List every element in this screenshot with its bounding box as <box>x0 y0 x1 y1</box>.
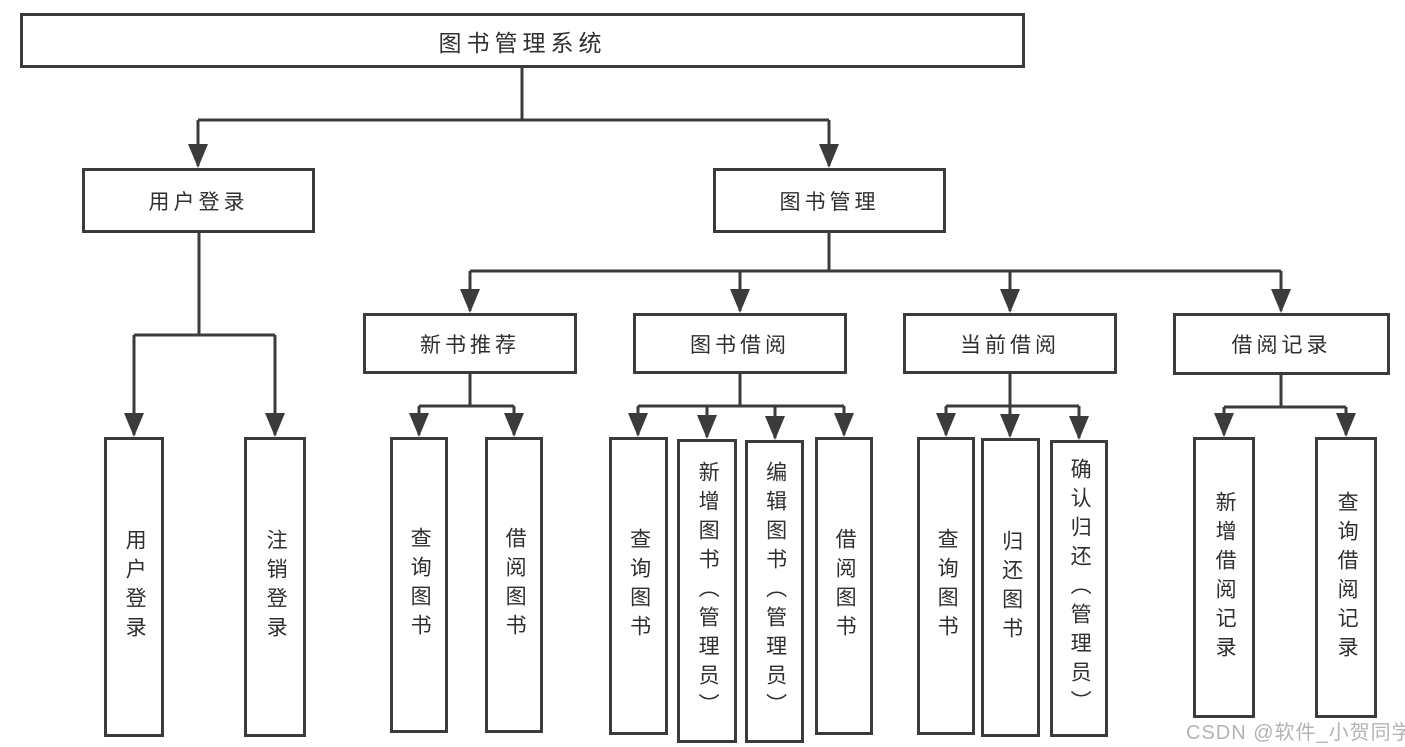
node-leaf-logout: 注销登录 <box>244 437 306 737</box>
arrowhead-to-current-borrowing <box>1000 289 1020 313</box>
edge-group-current-borrowing <box>936 374 1089 440</box>
node-leaf-borrow-books-2: 借阅图书 <box>815 437 873 735</box>
node-borrowing-records: 借阅记录 <box>1173 313 1390 375</box>
node-leaf-confirm-return-admin: 确认归还（管理员） <box>1050 440 1108 737</box>
node-new-book-recommendation: 新书推荐 <box>363 313 577 374</box>
node-leaf-confirm-return-admin-label: 确认归还（管理员） <box>1068 458 1092 719</box>
node-leaf-query-borrow-record-label: 查询借阅记录 <box>1335 490 1359 665</box>
arrowhead-to-book-management <box>819 144 839 168</box>
node-leaf-logout-label: 注销登录 <box>264 529 288 645</box>
node-library-management-system: 图书管理系统 <box>20 13 1025 68</box>
node-current-borrowing-label: 当前借阅 <box>960 333 1060 357</box>
node-leaf-user-login-label: 用户登录 <box>123 529 147 645</box>
edge-borrowing-records-lines <box>1222 375 1348 435</box>
node-leaf-query-borrow-record: 查询借阅记录 <box>1315 437 1377 718</box>
arrowhead-to-leaf-return-books <box>1000 414 1020 438</box>
node-leaf-query-books-1: 查询图书 <box>390 437 448 733</box>
node-book-borrowing: 图书借阅 <box>633 313 847 374</box>
arrowhead-to-leaf-logout <box>265 413 285 437</box>
node-borrowing-records-label: 借阅记录 <box>1231 334 1332 357</box>
edge-user-login-lines <box>132 233 277 435</box>
edge-group-book-borrowing <box>628 374 854 440</box>
node-leaf-add-borrow-record: 新增借阅记录 <box>1193 437 1255 718</box>
node-leaf-add-book-admin-label: 新增图书（管理员） <box>696 460 720 722</box>
node-leaf-borrow-books-1: 借阅图书 <box>485 437 543 733</box>
arrowhead-to-leaf-add-record <box>1214 413 1234 437</box>
edge-group-user-login <box>124 233 285 437</box>
arrowhead-to-leaf-confirm-return <box>1069 416 1089 440</box>
node-leaf-return-books-label: 归还图书 <box>999 529 1023 646</box>
node-book-borrowing-label: 图书借阅 <box>690 333 790 357</box>
node-leaf-borrow-books-1-label: 借阅图书 <box>503 527 527 643</box>
watermark-text: CSDN @软件_小贺同学 <box>1186 722 1405 744</box>
arrowhead-to-leaf-user-login <box>124 413 144 437</box>
arrowhead-to-leaf-query-books-2 <box>628 413 648 437</box>
node-new-book-recommendation-label: 新书推荐 <box>420 333 520 357</box>
edge-root-lines <box>196 68 831 166</box>
node-leaf-edit-book-admin: 编辑图书（管理员） <box>745 440 804 743</box>
edge-group-root <box>188 68 839 168</box>
arrowhead-to-book-borrowing <box>730 289 750 313</box>
node-leaf-query-books-3-label: 查询图书 <box>935 528 959 644</box>
node-leaf-query-books-2-label: 查询图书 <box>627 528 651 644</box>
arrowhead-to-leaf-edit-book <box>765 416 785 440</box>
node-leaf-query-books-2: 查询图书 <box>609 437 668 735</box>
arrowhead-to-user-login <box>188 144 208 168</box>
arrowhead-to-borrowing-records <box>1271 289 1291 313</box>
edge-group-book-management <box>460 233 1291 313</box>
node-book-management-label: 图书管理 <box>779 190 880 214</box>
edge-group-borrowing-records <box>1214 375 1356 437</box>
node-leaf-add-book-admin: 新增图书（管理员） <box>677 439 737 743</box>
node-leaf-query-books-3: 查询图书 <box>917 437 975 735</box>
node-book-management: 图书管理 <box>713 168 946 233</box>
arrowhead-to-leaf-borrow-books-2 <box>834 413 854 437</box>
node-leaf-query-books-1-label: 查询图书 <box>408 527 432 643</box>
node-leaf-return-books: 归还图书 <box>981 438 1040 737</box>
edge-new-book-recommendation-lines <box>417 374 516 435</box>
arrowhead-to-leaf-borrow-books-1 <box>504 413 524 437</box>
node-current-borrowing: 当前借阅 <box>903 313 1117 374</box>
node-user-login: 用户登录 <box>82 168 315 233</box>
node-leaf-edit-book-admin-label: 编辑图书（管理员） <box>763 461 787 722</box>
arrowhead-to-leaf-query-books-1 <box>409 413 429 437</box>
node-library-management-system-label: 图书管理系统 <box>438 29 607 56</box>
arrowhead-to-leaf-query-books-3 <box>936 413 956 437</box>
edge-book-management-lines <box>468 233 1283 311</box>
arrowhead-to-leaf-add-book <box>697 415 717 439</box>
node-leaf-add-borrow-record-label: 新增借阅记录 <box>1213 490 1237 665</box>
node-user-login-label: 用户登录 <box>148 190 249 214</box>
node-leaf-user-login: 用户登录 <box>104 437 164 737</box>
arrowhead-to-new-book-recommendation <box>460 289 480 313</box>
edge-book-borrowing-lines <box>636 374 846 438</box>
edge-group-new-book-recommendation <box>409 374 524 437</box>
node-leaf-borrow-books-2-label: 借阅图书 <box>833 528 857 644</box>
arrowhead-to-leaf-query-record <box>1336 413 1356 437</box>
